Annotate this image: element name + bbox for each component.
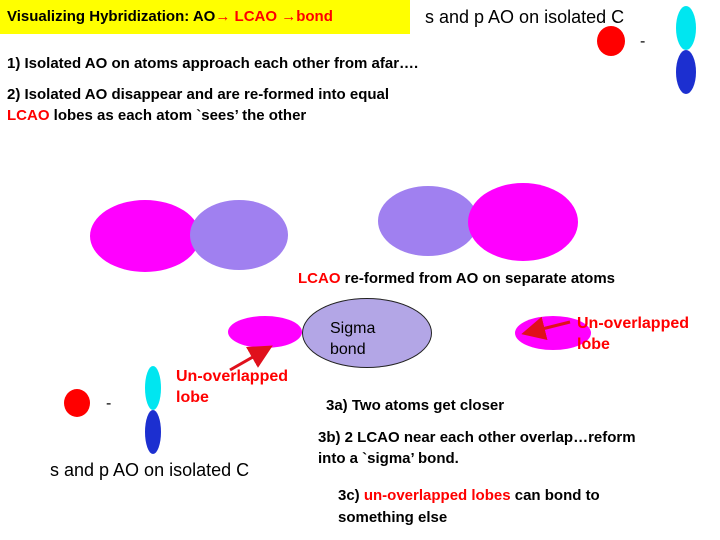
step-3a: 3a) Two atoms get closer [326, 397, 505, 414]
lcao-lobe-left-2 [190, 200, 288, 270]
bottom-left-label: s and p AO on isolated C [50, 460, 250, 480]
sigma-bond-ellipse [302, 298, 432, 368]
title-ao: Visualizing Hybridization: AO [7, 8, 216, 25]
page-title: Visualizing Hybridization: AO→ LCAO →bon… [7, 8, 333, 25]
unoverlapped-lobes-highlight: un-overlapped lobes [363, 487, 511, 504]
arrow-icon-right [521, 316, 571, 341]
p-orbital-top-upper [676, 6, 696, 50]
p-orbital-bottom-upper [145, 366, 161, 410]
lcao-lobe-right-2 [468, 183, 578, 261]
step-1: 1) Isolated AO on atoms approach each ot… [7, 55, 419, 72]
unoverlapped-right-label: Un-overlapped lobe [577, 315, 690, 353]
lcao-lobe-right-1 [378, 186, 478, 256]
title-arrow-icon-2: → [281, 8, 297, 25]
step-3c: 3c) un-overlapped lobes can bond to some… [338, 487, 600, 526]
title-arrow-icon: → [215, 8, 231, 25]
dash-top: - [640, 33, 646, 50]
step-2-line-2: LCAO lobes as each atom `sees’ the other [7, 107, 307, 124]
unoverlapped-lobe-left [228, 316, 302, 348]
step-2-line-1: 2) Isolated AO disappear and are re-form… [7, 86, 390, 103]
sigma-label: Sigma bond [330, 320, 376, 358]
p-orbital-top-lower [676, 50, 696, 94]
arrow-icon-left [229, 345, 273, 372]
title-banner [0, 0, 410, 34]
step-3b: 3b) 2 LCAO near each other overlap…refor… [318, 429, 636, 467]
dash-bottom: - [106, 395, 112, 412]
s-orbital-top [597, 26, 625, 56]
reformed-caption: LCAO re-formed from AO on separate atoms [298, 270, 616, 287]
p-orbital-bottom-lower [145, 410, 161, 454]
title-bond: bond [296, 8, 333, 25]
title-lcao: LCAO [230, 8, 282, 25]
top-right-label: s and p AO on isolated C [425, 7, 625, 27]
unoverlapped-left-label: Un-overlapped lobe [176, 368, 289, 406]
lcao-word: LCAO [7, 107, 50, 124]
lcao-lobe-left-1 [90, 200, 200, 272]
s-orbital-bottom [64, 389, 90, 417]
